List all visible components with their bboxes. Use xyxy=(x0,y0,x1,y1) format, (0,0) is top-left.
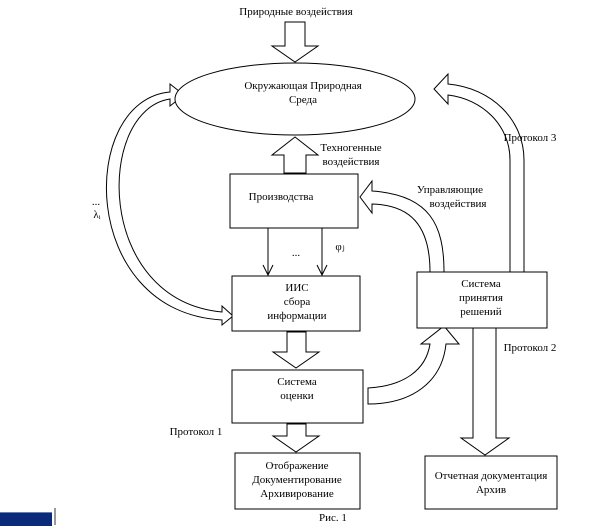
middle-dots-label: ... xyxy=(292,247,301,259)
iis-to-assessment-arrow xyxy=(271,331,321,369)
taskbar-fragment xyxy=(0,512,52,526)
report-label-2: Архив xyxy=(476,484,506,496)
protocol2-label: Протокол 2 xyxy=(504,342,557,354)
technogenic-label-2: воздействия xyxy=(323,156,380,168)
protocol1-label: Протокол 1 xyxy=(170,426,223,438)
lambda-label: λᵢ xyxy=(93,209,100,221)
decision-node xyxy=(416,271,548,329)
production-to-iis-arrowhead-1 xyxy=(262,264,274,277)
report-label-1: Отчетная документация xyxy=(435,470,548,482)
display-label-3: Архивирование xyxy=(260,488,334,500)
iis-label-2: сбора xyxy=(284,296,311,308)
protocol3-label: Протокол 3 xyxy=(504,132,557,144)
phi-label: φⱼ xyxy=(335,241,344,253)
control-impacts-label-2: воздействия xyxy=(430,198,487,210)
decision-to-report-arrow xyxy=(459,327,511,456)
control-impacts-arrow xyxy=(359,179,445,273)
iis-node xyxy=(231,275,361,332)
display-node xyxy=(234,452,361,510)
technogenic-label-1: Техногенные xyxy=(320,142,381,154)
production-node xyxy=(229,173,359,229)
assessment-label-2: оценки xyxy=(280,390,314,402)
protocol3-arrow xyxy=(433,72,525,273)
control-impacts-label-1: Управляющие xyxy=(417,184,483,196)
environment-label-1: Окружающая Природная xyxy=(244,80,361,92)
display-label-2: Документирование xyxy=(252,474,342,486)
report-node xyxy=(424,455,558,510)
natural-impacts-label: Природные воздействия xyxy=(239,6,352,18)
taskbar-separator xyxy=(54,508,56,525)
iis-label-3: информации xyxy=(267,310,326,322)
decision-label-3: решений xyxy=(460,306,502,318)
environment-node xyxy=(174,62,416,136)
iis-label-1: ИИС xyxy=(285,282,308,294)
decision-label-1: Система xyxy=(461,278,501,290)
natural-impacts-arrow xyxy=(270,21,320,63)
decision-label-2: принятия xyxy=(459,292,503,304)
technogenic-arrow xyxy=(270,136,320,174)
assessment-node xyxy=(231,369,364,424)
production-label: Производства xyxy=(249,191,314,203)
assessment-label-1: Система xyxy=(277,376,317,388)
environment-to-iis-arrow xyxy=(105,82,234,327)
display-label-1: Отображение xyxy=(265,460,328,472)
left-dots-label: ... xyxy=(92,196,101,208)
assessment-to-display-arrow xyxy=(271,423,321,453)
figure-caption: Рис. 1 xyxy=(319,512,347,524)
production-to-iis-arrowhead-2 xyxy=(316,264,328,277)
environment-label-2: Среда xyxy=(289,94,317,106)
assessment-to-decision-arrow xyxy=(367,325,461,405)
